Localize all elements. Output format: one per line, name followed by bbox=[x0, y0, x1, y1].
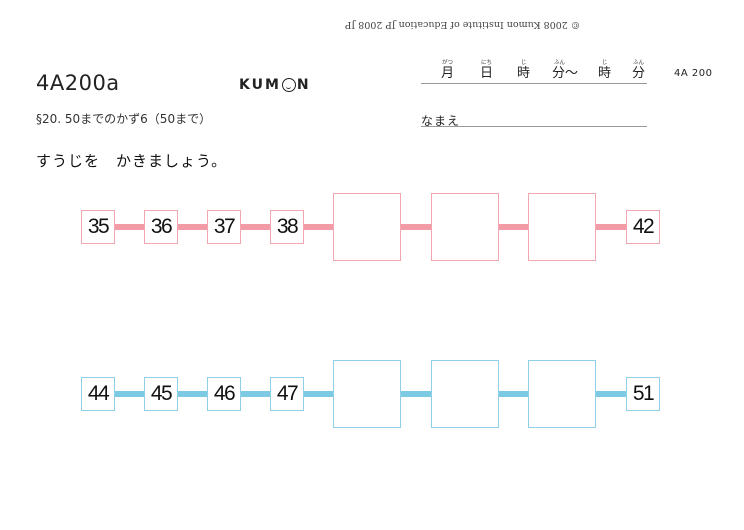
number-box: 46 bbox=[207, 377, 241, 411]
number-box: 35 bbox=[81, 210, 115, 244]
kumon-logo: KUM N bbox=[239, 77, 311, 93]
number-box: 44 bbox=[81, 377, 115, 411]
number-box: 45 bbox=[144, 377, 178, 411]
number-box: 47 bbox=[270, 377, 304, 411]
number-chain-blue: 44 45 46 47 51 bbox=[0, 360, 744, 428]
end-hour: じ 時 bbox=[598, 60, 612, 81]
date-month: がつ 月 bbox=[441, 60, 455, 81]
number-chain-pink: 35 36 37 38 42 bbox=[0, 193, 744, 261]
answer-box[interactable] bbox=[333, 360, 401, 428]
number-box: 51 bbox=[626, 377, 660, 411]
page-code: 4A 200 bbox=[674, 68, 713, 79]
name-field[interactable]: なまえ bbox=[421, 110, 647, 128]
end-minute: ふん 分 bbox=[632, 60, 646, 81]
answer-box[interactable] bbox=[528, 193, 596, 261]
answer-box[interactable] bbox=[333, 193, 401, 261]
answer-box[interactable] bbox=[528, 360, 596, 428]
logo-text-suffix: N bbox=[296, 77, 311, 93]
answer-box[interactable] bbox=[431, 360, 499, 428]
number-box: 38 bbox=[270, 210, 304, 244]
start-minute: ふん 分〜 bbox=[552, 60, 579, 81]
worksheet-code: 4A200a bbox=[36, 71, 120, 95]
logo-text-prefix: KUM bbox=[239, 77, 281, 93]
worksheet-subtitle: §20. 50までのかず6（50まで） bbox=[36, 112, 212, 126]
start-hour: じ 時 bbox=[517, 60, 531, 81]
number-box: 42 bbox=[626, 210, 660, 244]
name-label: なまえ bbox=[421, 114, 461, 128]
copyright-notice: © 2008 Kumon Institute of Education JP 2… bbox=[345, 19, 581, 30]
number-box: 36 bbox=[144, 210, 178, 244]
instruction-text: すうじを かきましょう。 bbox=[36, 152, 228, 170]
smiley-o-icon bbox=[281, 78, 296, 92]
date-day: にち 日 bbox=[480, 60, 494, 81]
number-box: 37 bbox=[207, 210, 241, 244]
date-time-field[interactable]: がつ 月 にち 日 じ 時 ふん 分〜 じ 時 ふん 分 bbox=[421, 60, 647, 84]
answer-box[interactable] bbox=[431, 193, 499, 261]
